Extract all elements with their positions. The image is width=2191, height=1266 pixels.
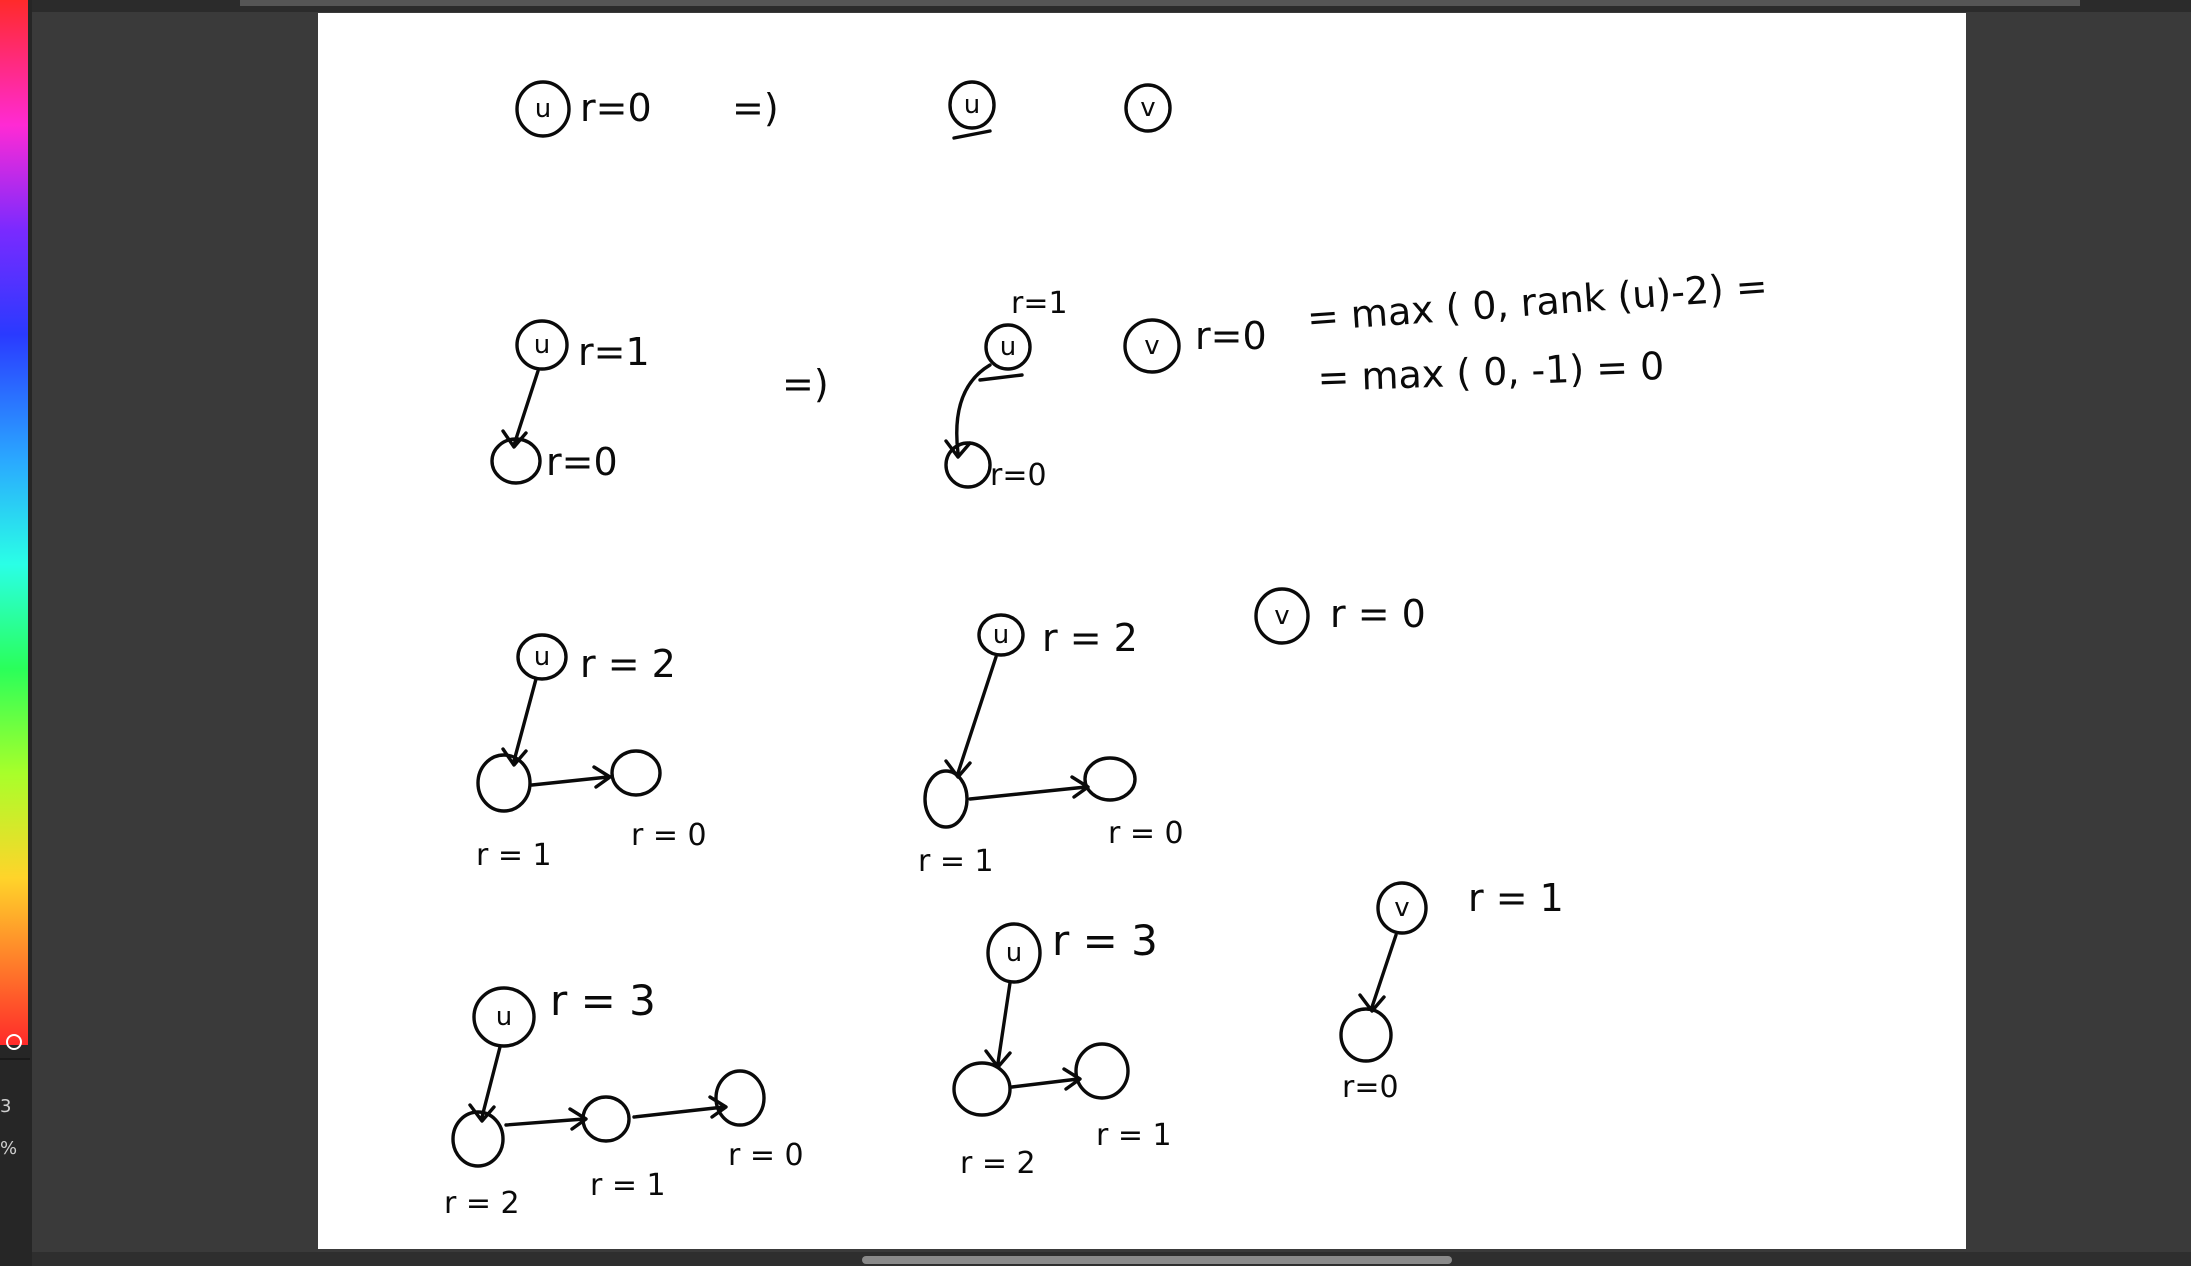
row3-v-node: v <box>1254 587 1310 645</box>
row4-u-node-right: u <box>986 922 1042 984</box>
svg-text:u: u <box>993 620 1009 650</box>
row4-edge-arrow-down <box>468 1045 502 1123</box>
svg-text:v: v <box>1144 331 1159 361</box>
drawing-layer: u r=0 =) u v u r=1 r=0 =) r=1 u r= <box>444 80 1769 1221</box>
row2-edge-arrow-right <box>944 363 992 459</box>
row4-rank-u2: r = 3 <box>1052 916 1158 965</box>
top-toolbar-strip <box>0 0 2191 12</box>
row2-formula-line2: = max ( 0, -1) = 0 <box>1317 344 1665 400</box>
row4-edge-arrow-right2 <box>1010 1067 1082 1091</box>
row4-rank-b2: r = 1 <box>1096 1118 1172 1153</box>
row2-child-node <box>490 437 542 485</box>
row2-implies-symbol: =) <box>782 362 829 406</box>
svg-text:v: v <box>1394 893 1409 923</box>
svg-text:u: u <box>1000 332 1016 362</box>
svg-text:u: u <box>964 90 980 120</box>
row4-node-a <box>451 1110 505 1168</box>
hue-handle-icon[interactable] <box>6 1034 22 1050</box>
row4-rank-u: r = 3 <box>550 976 656 1025</box>
row4-node-b <box>581 1095 631 1143</box>
row3-rank-mid: r = 1 <box>476 838 552 873</box>
row2-rank-u2-top: r=1 <box>1011 286 1068 321</box>
row2-rank-child2: r=0 <box>990 458 1047 493</box>
row4-edge-arrow-ab <box>504 1107 588 1131</box>
row3-end-node <box>610 749 662 797</box>
row4-v-node: v <box>1376 881 1428 935</box>
row2-v-node: v <box>1123 318 1181 374</box>
color-panel: 3 % <box>0 0 32 1266</box>
row2-rank-v: r=0 <box>1195 314 1267 358</box>
row2-edge-arrow <box>501 369 540 449</box>
whiteboard-canvas[interactable]: u r=0 =) u v u r=1 r=0 =) r=1 u r= <box>318 13 1966 1249</box>
row4-node-b-right <box>1074 1042 1130 1100</box>
row2-child-node-right <box>944 441 992 489</box>
opacity-value[interactable]: % <box>0 1138 18 1159</box>
row3-rank-v: r = 0 <box>1330 592 1426 636</box>
row3-end-node-right <box>1083 756 1137 802</box>
row2-u-node: u <box>515 319 569 371</box>
row4-rank-b: r = 1 <box>590 1168 666 1203</box>
row3-edge-arrow-right <box>530 765 612 789</box>
row4-edge-arrow-v <box>1358 933 1398 1013</box>
svg-text:u: u <box>534 642 550 672</box>
row3-mid-node-right <box>923 769 969 829</box>
svg-text:v: v <box>1274 601 1289 631</box>
brush-size-value[interactable]: 3 <box>0 1096 12 1117</box>
hue-slider[interactable] <box>0 0 28 1045</box>
svg-text:v: v <box>1140 93 1155 123</box>
toolbar-divider <box>240 0 2080 6</box>
row3-rank-end2: r = 0 <box>1108 816 1184 851</box>
scrollbar-thumb[interactable] <box>862 1256 1452 1264</box>
row3-rank-u: r = 2 <box>580 642 676 686</box>
row2-rank-u: r=1 <box>578 330 650 374</box>
row3-edge-arrow-down <box>501 677 538 767</box>
row3-rank-end: r = 0 <box>631 818 707 853</box>
row1-u-node: u <box>515 80 571 138</box>
row4-edge-arrow-down-right <box>984 981 1012 1069</box>
row3-edge-arrow-down-right <box>944 655 998 779</box>
row4-v-child-node <box>1339 1007 1393 1063</box>
row4-edge-arrow-bc <box>632 1095 728 1119</box>
row2-rank-child: r=0 <box>546 440 618 484</box>
svg-text:u: u <box>534 330 550 360</box>
row1-rank-label: r=0 <box>580 86 652 130</box>
row3-edge-arrow-right2 <box>968 775 1090 801</box>
svg-text:u: u <box>1006 938 1022 968</box>
row4-u-node: u <box>472 986 536 1048</box>
row3-rank-u2: r = 2 <box>1042 616 1138 660</box>
row1-v-node: v <box>1124 83 1172 133</box>
row3-mid-node <box>476 753 532 813</box>
row1-implies-symbol: =) <box>732 86 779 130</box>
row4-rank-v: r = 1 <box>1468 876 1564 920</box>
row4-rank-a2: r = 2 <box>960 1146 1036 1181</box>
row3-u-node: u <box>516 633 568 681</box>
row4-node-c <box>714 1069 766 1127</box>
svg-text:u: u <box>535 94 551 124</box>
panel-divider <box>0 1058 30 1060</box>
row3-rank-mid2: r = 1 <box>918 844 994 879</box>
row4-node-a-right <box>952 1061 1012 1117</box>
row2-formula-line1: = max ( 0, rank (u)-2) = <box>1306 264 1769 340</box>
row2-u-node-right: u <box>978 323 1032 382</box>
row3-u-node-right: u <box>977 613 1025 657</box>
row4-rank-a: r = 2 <box>444 1186 520 1221</box>
row4-rank-v-child: r=0 <box>1342 1070 1399 1105</box>
row1-u-node-right: u <box>948 80 996 140</box>
svg-text:u: u <box>496 1002 512 1032</box>
row4-rank-c: r = 0 <box>728 1138 804 1173</box>
